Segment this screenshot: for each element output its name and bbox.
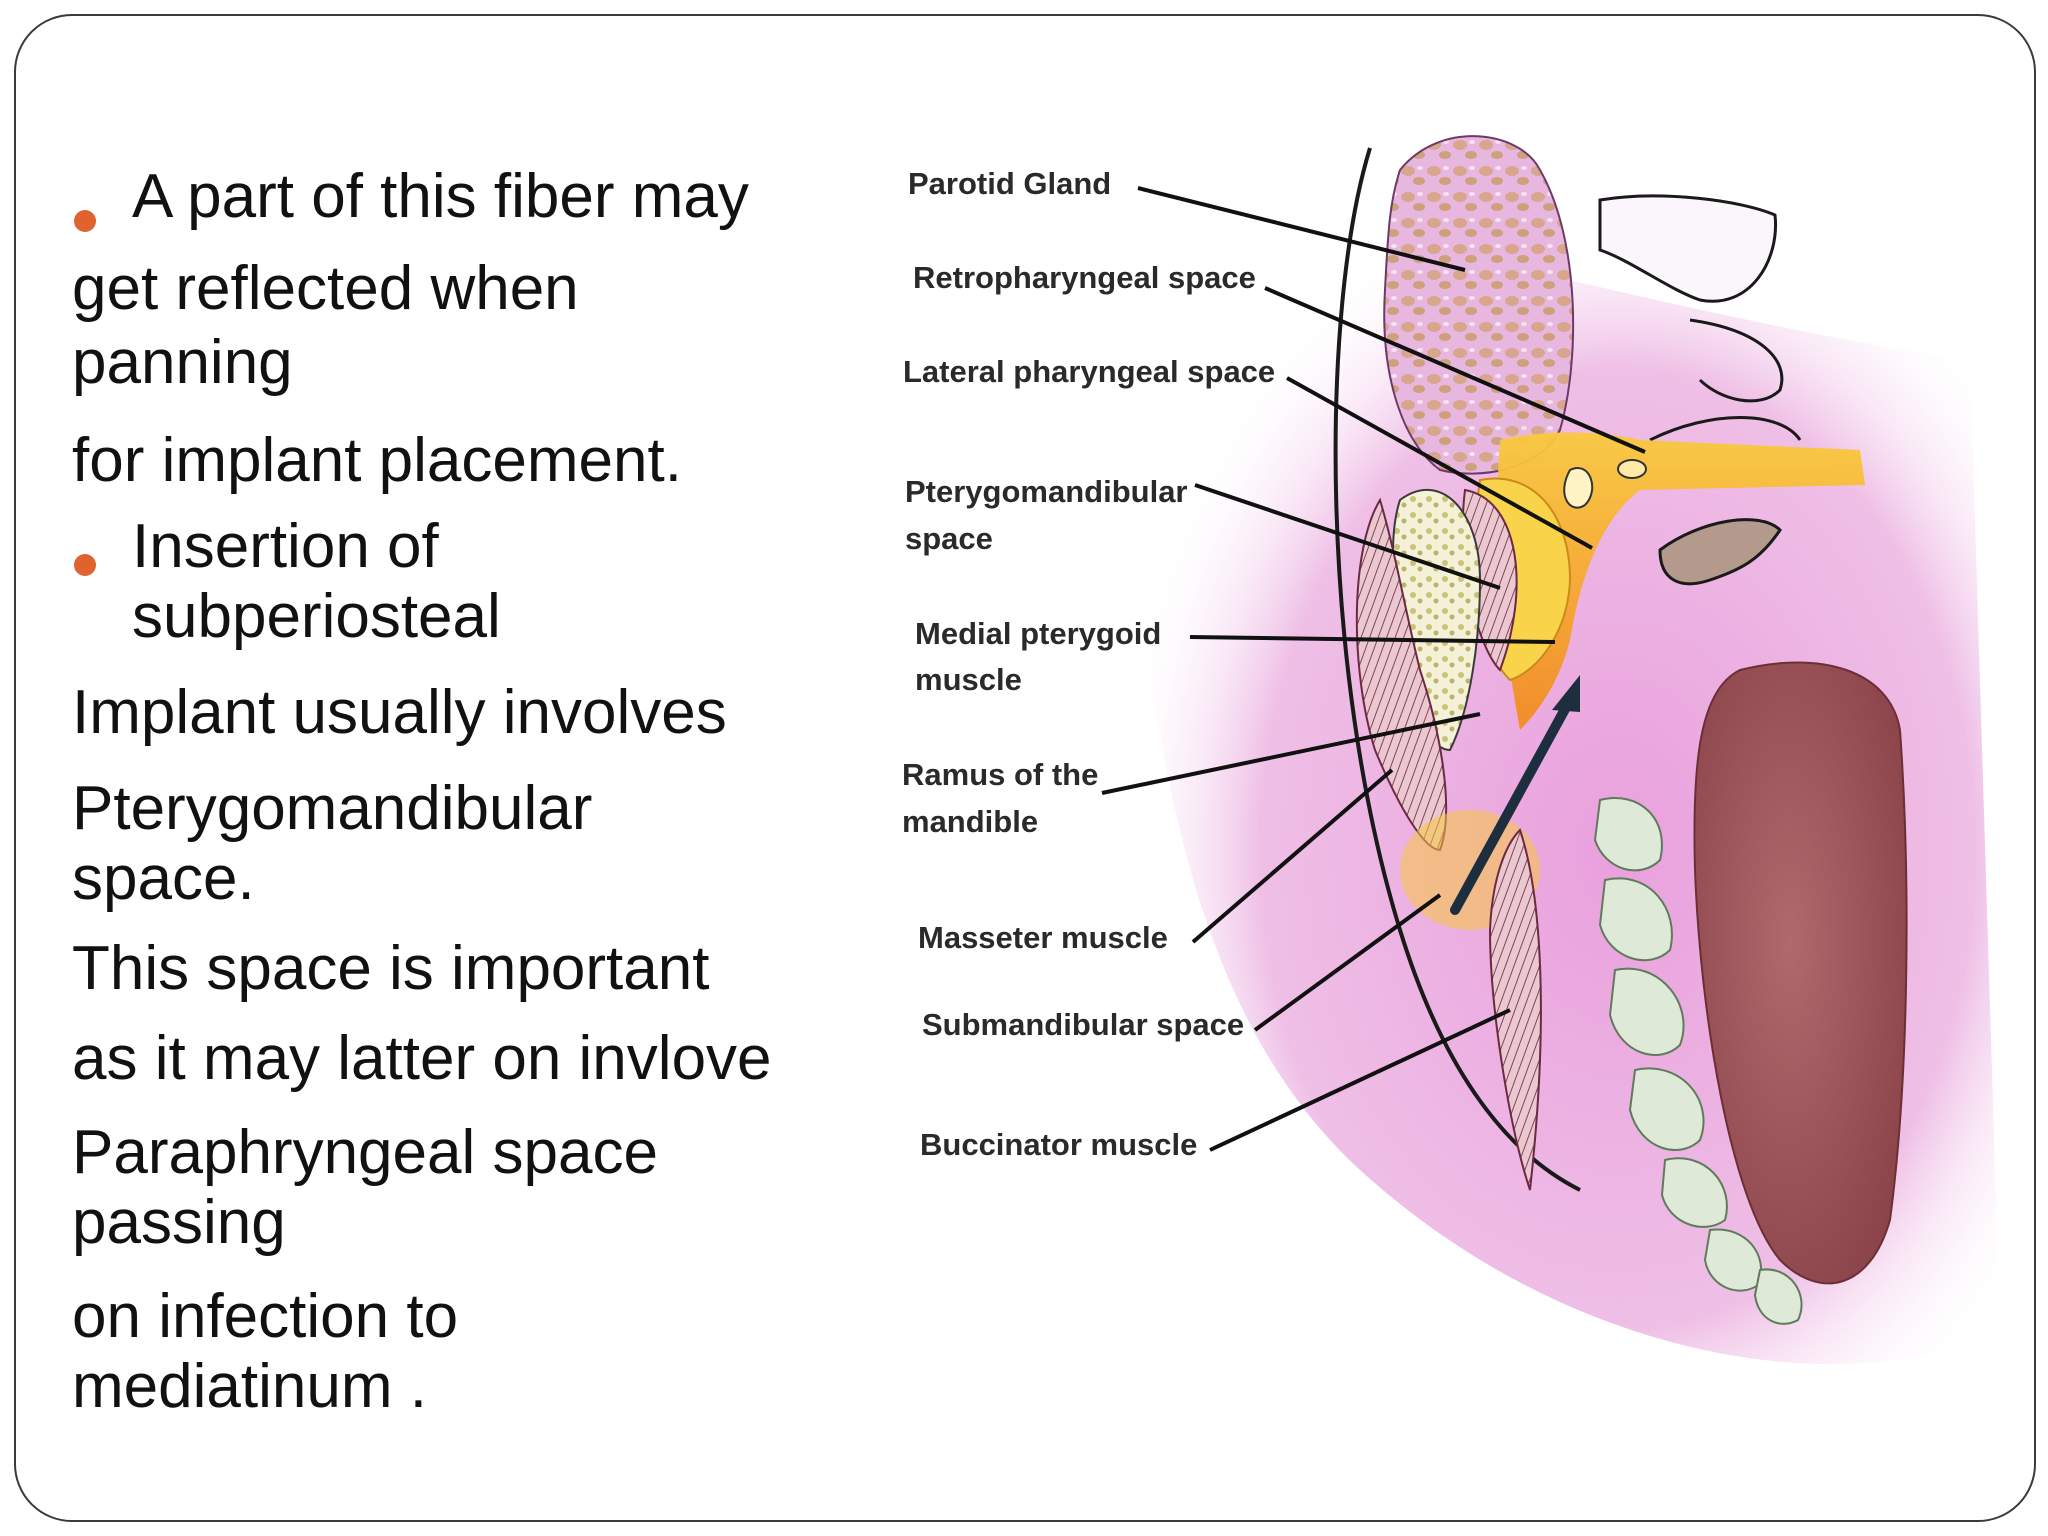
anatomy-illustration: Parotid Gland Retropharyngeal space Late… (880, 110, 2010, 1410)
label-submandibular-space: Submandibular space (922, 1007, 1244, 1042)
spread-arrow (1450, 695, 1575, 915)
pharyngeal-space (1497, 432, 1865, 730)
text-line: panning (72, 328, 293, 397)
parotid-gland (1383, 135, 1575, 475)
retropharyngeal-oval (1563, 467, 1594, 509)
spread-arrow-head (1552, 675, 1580, 712)
label-masseter-muscle: Masseter muscle (918, 920, 1168, 955)
leader-retropharyngeal (1264, 286, 1646, 454)
label-medial-pterygoid-1: Medial pterygoid (915, 616, 1161, 651)
bullet-marker-2 (74, 554, 96, 576)
buccinator-muscle (1488, 828, 1542, 1191)
text-line: subperiosteal (132, 582, 501, 651)
label-lateral-pharyngeal-space: Lateral pharyngeal space (903, 354, 1275, 389)
text-line: This space is important (72, 934, 710, 1003)
label-retropharyngeal-space: Retropharyngeal space (913, 260, 1256, 295)
leader-submandibular (1253, 893, 1442, 1032)
leader-ramus (1101, 712, 1481, 795)
nasal-outline (1598, 194, 1778, 303)
bullet-marker-1 (74, 210, 96, 232)
lower-teeth (1593, 797, 1803, 1325)
palate-bone (1658, 518, 1782, 586)
leader-lateral-pharyngeal (1286, 376, 1593, 550)
label-ramus-2: mandible (902, 804, 1038, 839)
text-line: Insertion of (132, 512, 439, 581)
leader-lines (1101, 186, 1646, 1152)
airway-outline (1689, 318, 1784, 403)
label-pterygomandibular-space-1: Pterygomandibular (905, 474, 1188, 509)
airway-outline-2 (1649, 416, 1802, 442)
text-line: get reflected when (72, 254, 579, 323)
leader-masseter (1191, 768, 1394, 944)
text-line: mediatinum . (72, 1352, 427, 1421)
leader-parotid (1137, 186, 1466, 272)
label-parotid-gland: Parotid Gland (908, 166, 1111, 201)
label-ramus-1: Ramus of the (902, 757, 1098, 792)
text-line: as it may latter on invlove (72, 1024, 772, 1093)
text-line: for implant placement. (72, 426, 682, 495)
text-line: Paraphryngeal space (72, 1118, 658, 1187)
label-buccinator-muscle: Buccinator muscle (920, 1127, 1197, 1162)
skin-outline (1333, 147, 1581, 1192)
label-medial-pterygoid-2: muscle (915, 662, 1022, 697)
leader-medial-pterygoid (1189, 635, 1556, 644)
text-line: Pterygomandibular (72, 774, 593, 843)
text-line: Implant usually involves (72, 678, 727, 747)
text-line: passing (72, 1188, 286, 1257)
pharyngeal-node (1617, 459, 1647, 479)
label-pterygomandibular-space-2: space (905, 521, 993, 556)
leader-pterygomandibular (1194, 483, 1501, 590)
text-line: A part of this fiber may (132, 162, 749, 231)
text-line: on infection to (72, 1282, 459, 1351)
tongue (1693, 661, 1908, 1285)
leader-buccinator (1209, 1008, 1511, 1152)
anatomy-diagram-svg: Parotid Gland Retropharyngeal space Late… (902, 135, 2000, 1365)
text-line: space. (72, 844, 255, 913)
